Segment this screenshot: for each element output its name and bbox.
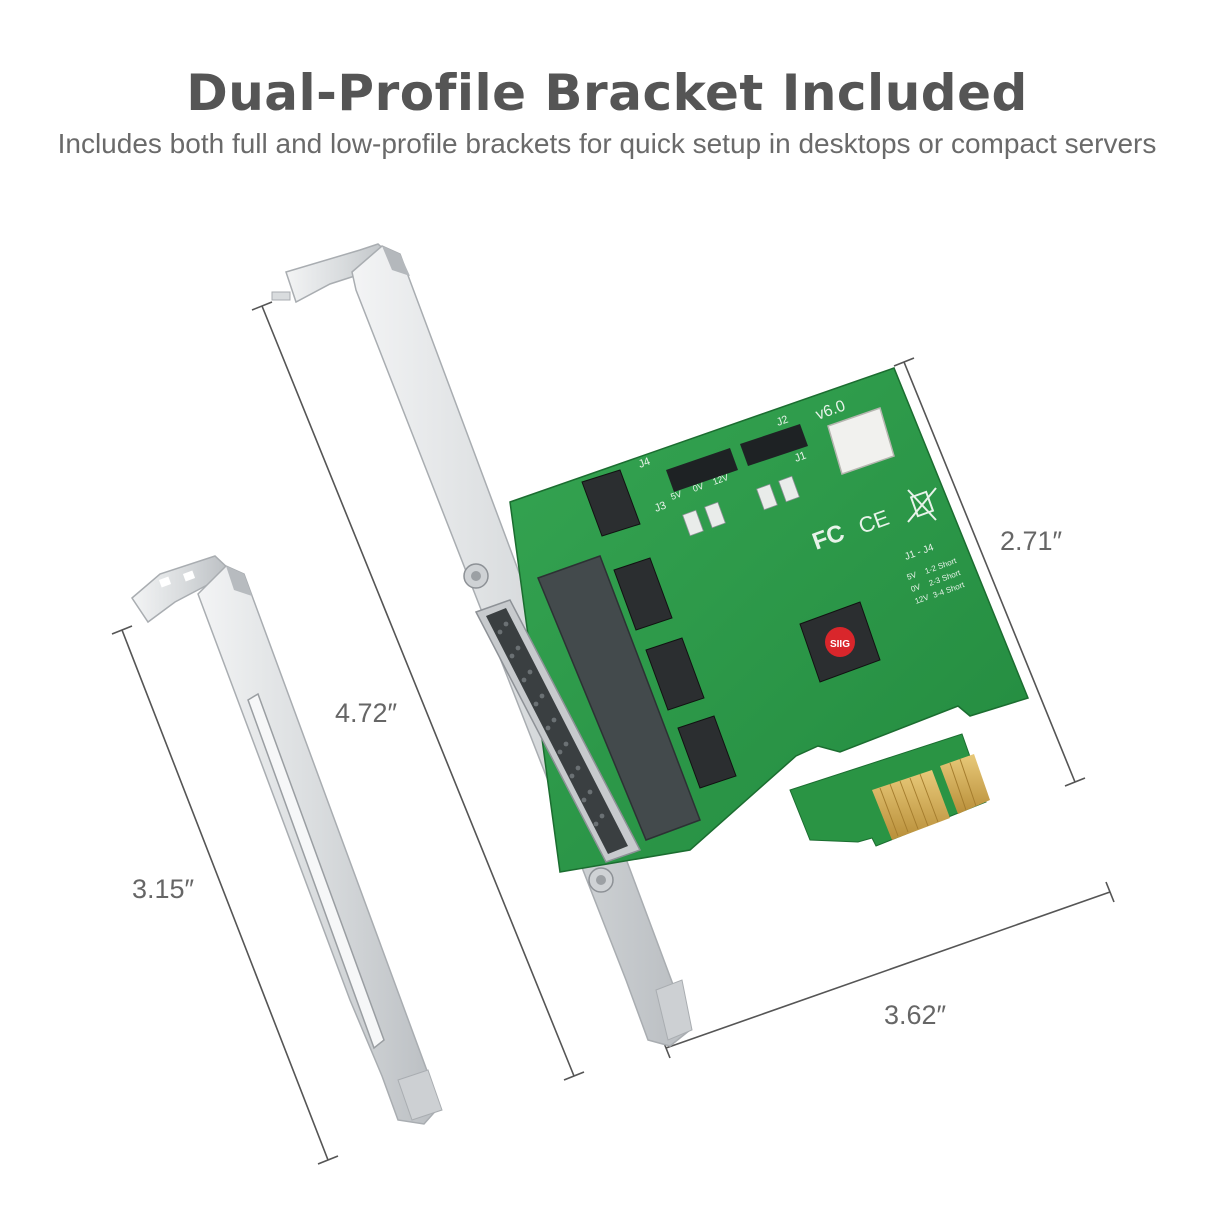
- label-0v: 0V: [691, 481, 705, 494]
- low-profile-height-label: 3.15″: [132, 874, 195, 904]
- full-bracket-dimension-line: [261, 305, 575, 1077]
- card-length-label: 3.62″: [884, 1000, 947, 1030]
- card-length-dimension-line: [665, 891, 1111, 1049]
- chip-brand: SIIG: [830, 639, 850, 650]
- driver-chips: [581, 469, 737, 789]
- gold-fingers: [872, 754, 990, 840]
- siig-logo-icon: [825, 627, 855, 657]
- weee-icon: [907, 487, 937, 523]
- card-height-label: 2.71″: [1000, 526, 1063, 556]
- serial-connector-housing: [537, 555, 701, 841]
- header-label-j4: J4: [637, 456, 652, 471]
- pcie-serial-card: SIIG v6.0 J4 J2 J1 J3 5V 0V 12V FC CE J1…: [474, 367, 1030, 873]
- dimension-tick: [1105, 881, 1115, 903]
- pin-headers: [666, 424, 808, 492]
- card-height-dimension-line: [903, 361, 1076, 783]
- connector-pins: [497, 621, 605, 827]
- dimension-tick: [251, 301, 273, 311]
- smd-parts: [682, 475, 800, 537]
- jumper-row-v: 0V: [910, 582, 923, 594]
- low-profile-bracket: [131, 555, 443, 1125]
- full-bracket-height-label: 4.72″: [335, 698, 398, 728]
- page-subtitle: Includes both full and low-profile brack…: [57, 128, 1157, 159]
- dimension-tick: [893, 357, 915, 367]
- power-connector: [827, 407, 895, 475]
- dimension-tick: [1064, 777, 1086, 787]
- header-label-j1: J1: [793, 450, 808, 465]
- header-label-j3: J3: [653, 500, 668, 515]
- header-label-j2: J2: [775, 414, 790, 429]
- page-title: Dual-Profile Bracket Included: [186, 64, 1028, 122]
- dimension-lines: [111, 301, 1115, 1165]
- dimension-tick: [563, 1071, 585, 1081]
- dimension-tick: [111, 625, 133, 635]
- low-profile-dimension-line: [121, 629, 329, 1161]
- label-5v: 5V: [669, 489, 683, 502]
- dimension-tick: [317, 1155, 339, 1165]
- jumper-row-v: 5V: [906, 570, 919, 582]
